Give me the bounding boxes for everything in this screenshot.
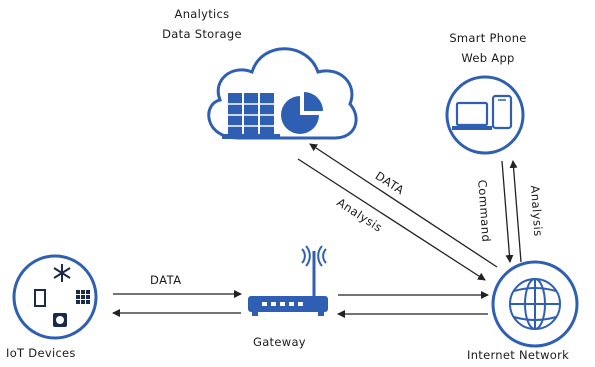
devices-icon (445, 75, 525, 155)
iot-label: IoT Devices (6, 346, 76, 360)
server-rack-icon (222, 93, 280, 139)
phone-label: Smart Phone Web App (432, 31, 544, 65)
phone-label-line2: Web App (461, 51, 515, 65)
keypad-icon (76, 290, 90, 304)
arrow-cloud-to-internet (297, 158, 486, 281)
arrow-internet-to-phone (509, 160, 522, 263)
camera-icon (53, 313, 67, 327)
cloud-label-line1: Analytics (174, 7, 230, 21)
snowflake-icon (53, 264, 71, 282)
arrows (112, 143, 522, 318)
iot-gateway-data-label: DATA (150, 273, 182, 287)
pie-chart-icon (281, 92, 323, 134)
door-sensor-icon (34, 289, 46, 307)
iot-devices-icon (12, 254, 98, 340)
router-icon (248, 245, 328, 316)
gateway-label: Gateway (253, 335, 306, 349)
arrow-phone-to-internet (501, 160, 514, 263)
arrow-internet-to-cloud (309, 143, 498, 268)
globe-icon (491, 260, 579, 348)
cloud-label: Analytics Data Storage (150, 7, 254, 41)
phone-label-line1: Smart Phone (449, 31, 527, 45)
cloud-label-line2: Data Storage (162, 27, 242, 41)
cloud-storage-icon (207, 47, 358, 140)
internet-label: Internet Network (467, 348, 570, 362)
